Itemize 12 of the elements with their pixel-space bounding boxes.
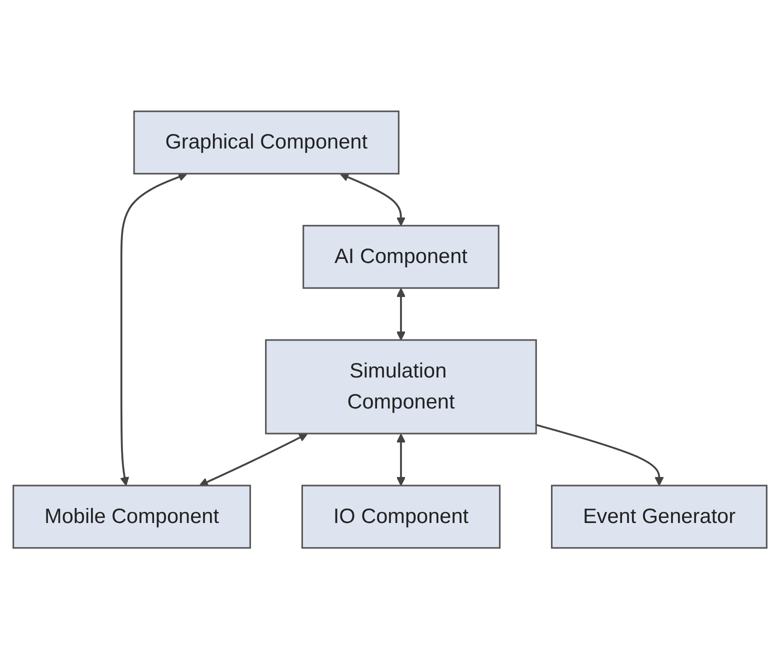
arrow — [198, 434, 308, 487]
node-box: AI Component — [302, 225, 499, 290]
node-box: Event Generator — [550, 485, 767, 550]
node-box: Mobile Component — [12, 485, 250, 550]
node-box: IO Component — [300, 485, 500, 550]
arrow — [396, 288, 406, 341]
node-box: Simulation Component — [264, 340, 536, 435]
arrow — [339, 173, 406, 226]
node-box: Graphical Component — [132, 110, 399, 175]
arrow — [120, 172, 187, 486]
arrow — [535, 424, 664, 486]
arrow — [396, 434, 406, 486]
